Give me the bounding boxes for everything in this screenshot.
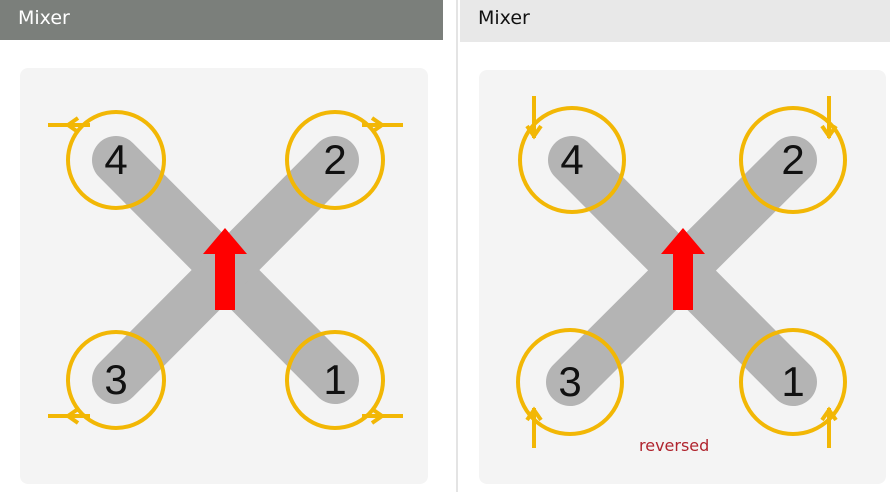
rotation-arrow-1-icon	[820, 406, 838, 448]
motor-label-3: 3	[558, 358, 581, 405]
prop-2-icon	[739, 106, 847, 214]
motor-label-1: 1	[781, 358, 804, 405]
prop-3-icon	[516, 328, 624, 436]
prop-3-icon	[66, 330, 166, 430]
rotation-arrow-4-icon	[48, 116, 90, 134]
panel-header-reversed: Mixer	[460, 0, 890, 42]
prop-4-icon	[66, 110, 166, 210]
motor-label-4: 4	[104, 136, 127, 183]
rotation-arrow-2-icon	[820, 96, 838, 140]
motor-label-1: 1	[323, 356, 346, 403]
rotation-arrow-4-icon	[525, 96, 543, 140]
motor-label-2: 2	[323, 136, 346, 183]
prop-4-icon	[518, 106, 626, 214]
forward-arrow-icon	[203, 228, 247, 310]
rotation-arrow-2-icon	[362, 116, 403, 134]
reversed-label: reversed	[639, 436, 710, 455]
motor-label-3: 3	[104, 356, 127, 403]
panel-header-normal: Mixer	[0, 0, 443, 40]
divider	[456, 0, 458, 492]
rotation-arrow-1-icon	[362, 407, 403, 425]
mixer-diagram-reversed: 4 2 3 1 reversed	[479, 70, 886, 484]
prop-1-icon	[285, 330, 385, 430]
mixer-diagram-normal: 4 2 3 1	[20, 68, 428, 484]
rotation-arrow-3-icon	[48, 407, 90, 425]
prop-2-icon	[285, 110, 385, 210]
motor-label-2: 2	[781, 136, 804, 183]
prop-1-icon	[739, 328, 847, 436]
rotation-arrow-3-icon	[525, 406, 543, 448]
motor-label-4: 4	[560, 136, 583, 183]
forward-arrow-icon	[661, 228, 705, 310]
